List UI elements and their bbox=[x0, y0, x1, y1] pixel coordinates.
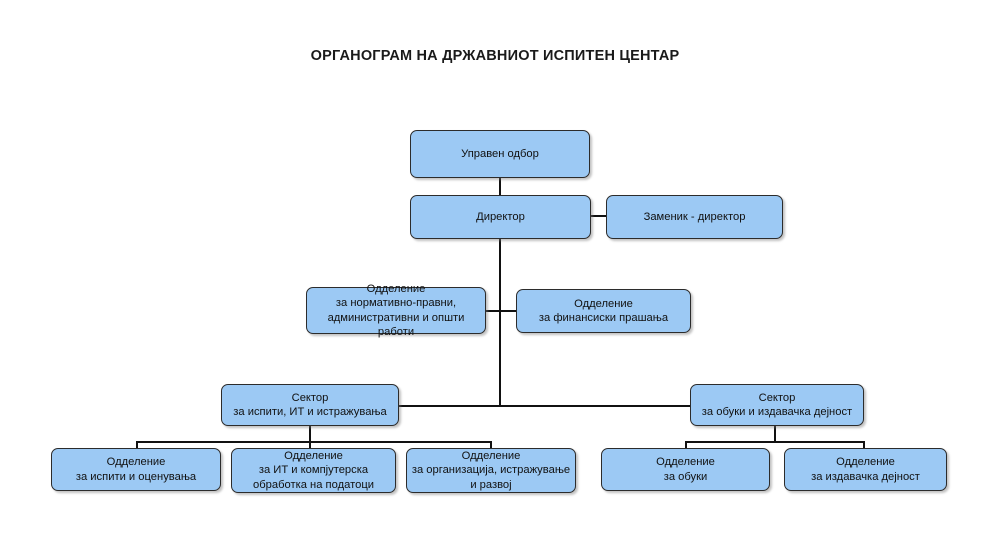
connector-trunk-to-legal-dept bbox=[486, 310, 501, 312]
page-title: ОРГАНОГРАМ НА ДРЖАВНИОТ ИСПИТЕН ЦЕНТАР bbox=[310, 48, 680, 64]
node-director[interactable]: Директор bbox=[410, 195, 591, 239]
node-deputy-director-label: Заменик - директор bbox=[643, 210, 746, 223]
node-dept-publishing-label: Одделение за издавачка дејност bbox=[811, 456, 920, 483]
node-dept-publishing[interactable]: Одделение за издавачка дејност bbox=[784, 448, 947, 491]
node-dept-it-data-processing-label: Одделение за ИТ и компјутерска обработка… bbox=[253, 450, 374, 491]
node-dept-it-data-processing[interactable]: Одделение за ИТ и компјутерска обработка… bbox=[231, 448, 396, 493]
connector-sector-exams-drop bbox=[309, 421, 311, 443]
connector-sector-training-drop bbox=[774, 421, 776, 443]
connector-director-to-deputy bbox=[591, 215, 606, 217]
node-dept-training-label: Одделение за обуки bbox=[656, 456, 715, 483]
node-sector-exams-it-research-label: Сектор за испити, ИТ и истражувања bbox=[233, 391, 387, 418]
node-dept-finance[interactable]: Одделение за финансиски прашања bbox=[516, 289, 691, 333]
node-sector-exams-it-research[interactable]: Сектор за испити, ИТ и истражувања bbox=[221, 384, 399, 426]
node-dept-legal-admin-label: Одделение за нормативно-правни, админист… bbox=[327, 282, 465, 338]
node-sector-training-publishing-label: Сектор за обуки и издавачка дејност bbox=[701, 391, 853, 418]
connector-trunk-to-finance-dept bbox=[499, 310, 516, 312]
connector-exams-children-bus bbox=[136, 441, 491, 443]
node-dept-exams-assessment[interactable]: Одделение за испити и оценувања bbox=[51, 448, 221, 491]
node-sector-training-publishing[interactable]: Сектор за обуки и издавачка дејност bbox=[690, 384, 864, 426]
node-managing-board[interactable]: Управен одбор bbox=[410, 130, 590, 178]
node-dept-exams-assessment-label: Одделение за испити и оценувања bbox=[75, 456, 197, 483]
node-dept-organization-research-label: Одделение за организација, истражување и… bbox=[411, 450, 571, 491]
connector-board-to-director bbox=[499, 178, 501, 195]
node-dept-legal-admin[interactable]: Одделение за нормативно-правни, админист… bbox=[306, 283, 486, 338]
connector-sector-bus bbox=[399, 405, 690, 407]
node-dept-organization-research[interactable]: Одделение за организација, истражување и… bbox=[406, 448, 576, 493]
node-managing-board-label: Управен одбор bbox=[461, 147, 539, 160]
node-deputy-director[interactable]: Заменик - директор bbox=[606, 195, 783, 239]
node-director-label: Директор bbox=[476, 210, 525, 223]
node-dept-training[interactable]: Одделение за обуки bbox=[601, 448, 770, 491]
node-dept-finance-label: Одделение за финансиски прашања bbox=[538, 297, 669, 324]
connector-main-trunk bbox=[499, 239, 501, 406]
connector-training-children-bus bbox=[685, 441, 865, 443]
